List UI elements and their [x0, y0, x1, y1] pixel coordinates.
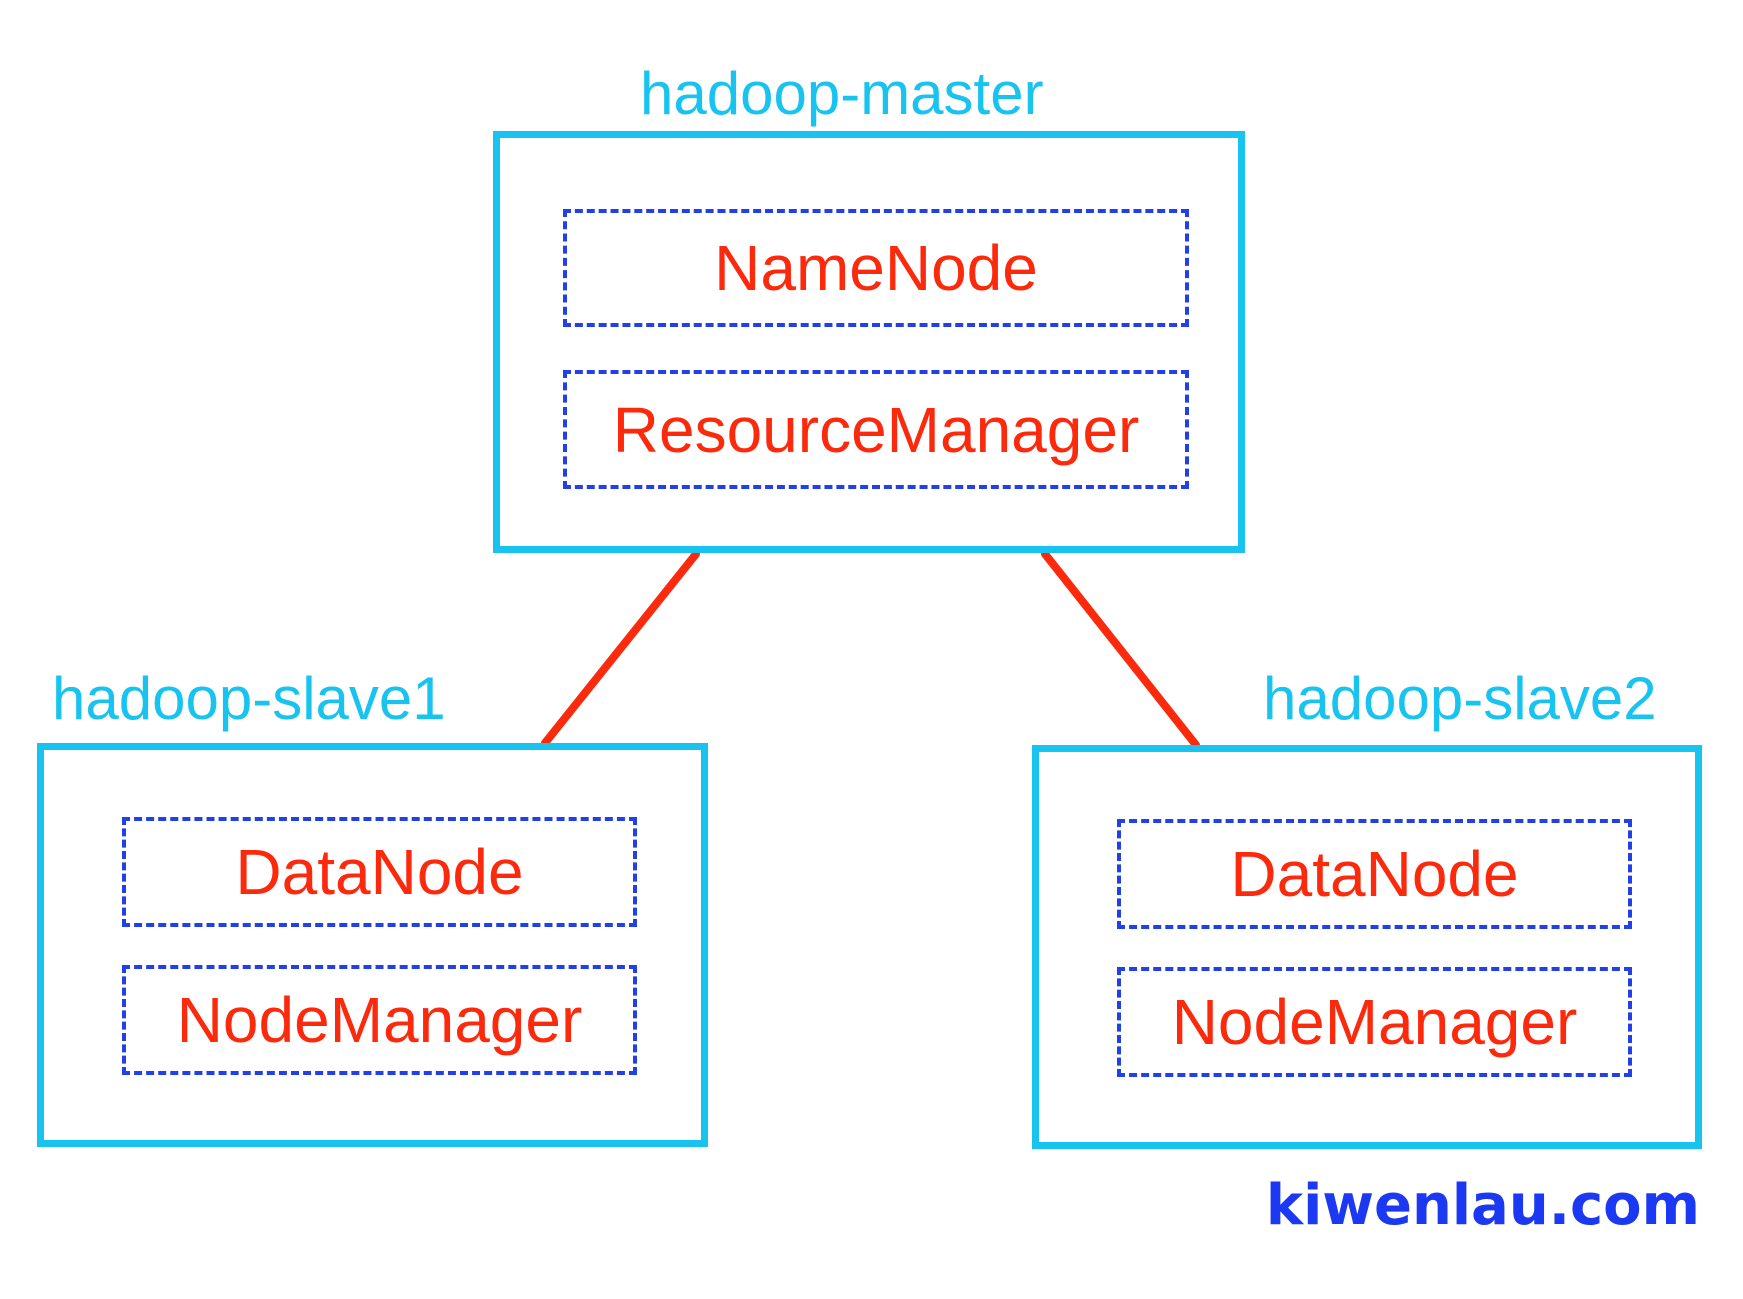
slave2-datanode-box: DataNode	[1117, 819, 1632, 929]
slave2-datanode-label: DataNode	[1230, 838, 1519, 910]
slave1-nodemanager-box: NodeManager	[122, 965, 637, 1075]
slave2-nodemanager-label: NodeManager	[1171, 986, 1578, 1058]
connection-master-slave2	[1041, 550, 1200, 749]
watermark-text: kiwenlau.com	[1265, 1173, 1700, 1238]
slave2-node-title: hadoop-slave2	[1263, 665, 1657, 732]
master-resourcemanager-label: ResourceManager	[612, 393, 1140, 466]
connection-master-slave1	[541, 550, 700, 747]
master-namenode-label: NameNode	[714, 232, 1038, 304]
slave2-node-box: DataNode NodeManager	[1032, 745, 1702, 1149]
master-namenode-box: NameNode	[563, 209, 1189, 327]
slave1-datanode-label: DataNode	[235, 836, 524, 908]
slave1-node-box: DataNode NodeManager	[37, 743, 708, 1147]
master-node-box: NameNode ResourceManager	[493, 131, 1245, 553]
slave2-nodemanager-box: NodeManager	[1117, 967, 1632, 1077]
slave1-node-title: hadoop-slave1	[52, 665, 446, 732]
slave1-nodemanager-label: NodeManager	[176, 984, 583, 1056]
master-resourcemanager-box: ResourceManager	[563, 370, 1189, 489]
master-node-title: hadoop-master	[640, 60, 1044, 127]
slave1-datanode-box: DataNode	[122, 817, 637, 927]
